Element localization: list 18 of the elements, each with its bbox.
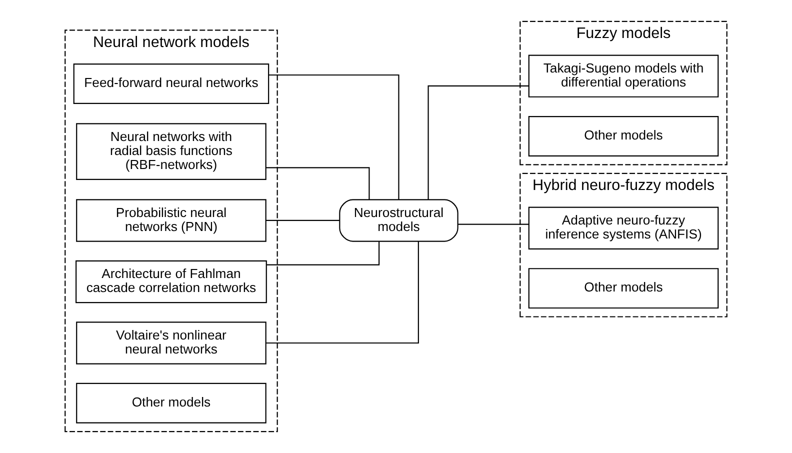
node-box: Other models: [76, 382, 266, 424]
node-box: Neural networks with radial basis functions (RBF-networks): [76, 123, 266, 180]
node-box: Probabilistic neural networks (PNN): [76, 199, 266, 242]
node-box: Other models: [528, 268, 719, 309]
connector: [428, 85, 529, 200]
connector: [268, 74, 400, 200]
node-box: Voltaire's nonlinear neural networks: [76, 322, 266, 364]
node-box: Feed-forward neural networks: [73, 64, 270, 104]
node-box: Adaptive neuro-fuzzy inference systems (ANFIS): [528, 206, 719, 250]
node-box: Takagi-Sugeno models with differential operations: [528, 54, 719, 98]
connector: [266, 242, 419, 344]
node-box: Neurostructural models: [339, 199, 458, 242]
node-box: Other models: [528, 116, 719, 156]
node-box: Architecture of Fahlman cascade correlation networks: [76, 260, 267, 304]
connector: [266, 167, 370, 200]
connector: [266, 242, 380, 266]
connector: [266, 220, 340, 222]
connector: [458, 224, 529, 225]
